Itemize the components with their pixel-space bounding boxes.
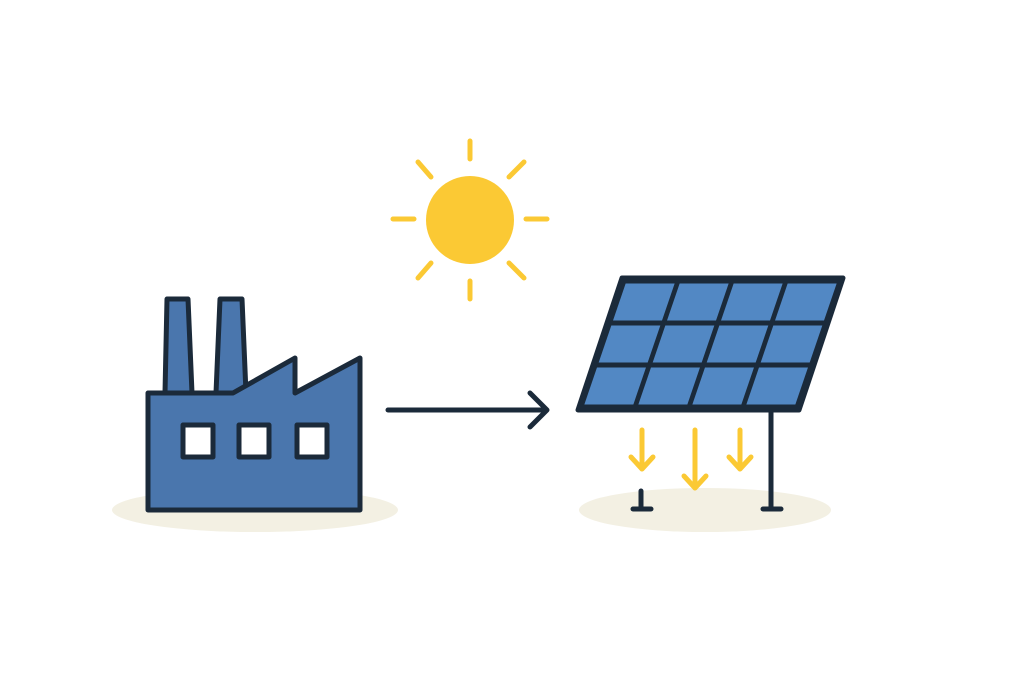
factory-window [180,422,216,460]
arrow-right-icon [385,390,550,430]
solar-cell [598,325,661,363]
solar-cell [706,325,769,363]
solar-panel-icon [575,275,846,512]
energy-down-arrow-icon [681,427,709,491]
solar-cell [775,283,837,321]
energy-down-arrows [628,427,754,491]
solar-cell [638,367,700,405]
factory-icon [145,296,363,513]
factory-window [236,422,272,460]
sun-icon [390,138,550,302]
solar-cell [667,283,729,321]
solar-cell [760,325,823,363]
energy-down-arrow-icon [726,427,754,472]
solar-cell [652,325,715,363]
factory-window [294,422,330,460]
solar-cell [613,283,675,321]
factory-chimney-right [213,296,249,396]
factory-chimney-left [162,296,195,396]
solar-cell [584,367,646,405]
energy-down-arrow-icon [628,427,656,472]
solar-cell [746,367,808,405]
solar-cell [721,283,783,321]
solar-cell [692,367,754,405]
panel-cells [584,283,837,405]
panel-ground-shadow [579,488,831,532]
